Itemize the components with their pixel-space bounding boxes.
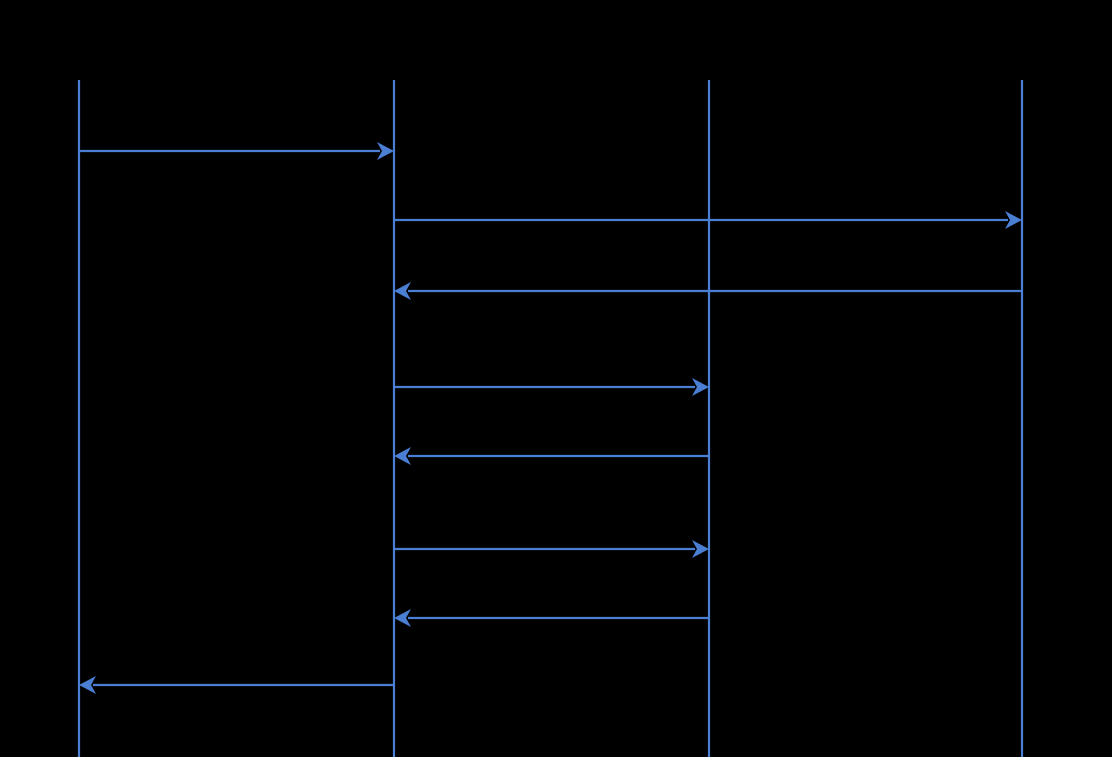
message-arrowhead-2 xyxy=(1005,211,1022,229)
message-arrowhead-6 xyxy=(692,540,709,558)
message-arrowhead-3 xyxy=(394,282,411,300)
message-2 xyxy=(394,211,1022,229)
message-5 xyxy=(394,447,709,465)
message-arrowhead-1 xyxy=(377,142,394,160)
message-arrowhead-5 xyxy=(394,447,411,465)
message-arrowhead-8 xyxy=(79,676,96,694)
message-6 xyxy=(394,540,709,558)
message-arrowhead-7 xyxy=(394,609,411,627)
message-3 xyxy=(394,282,1022,300)
messages-layer xyxy=(79,142,1022,694)
message-arrowhead-4 xyxy=(692,378,709,396)
message-1 xyxy=(79,142,394,160)
message-4 xyxy=(394,378,709,396)
message-8 xyxy=(79,676,394,694)
message-7 xyxy=(394,609,709,627)
participants-layer xyxy=(77,80,1024,757)
